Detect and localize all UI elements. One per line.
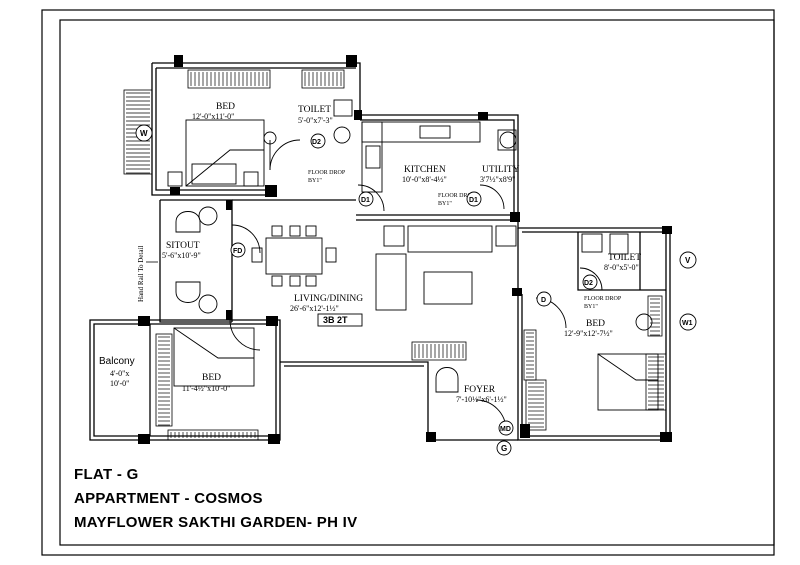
living-size: 26'-6"x12'-1½" [290,304,339,313]
floor-drop-kitchen-2: BY1" [438,201,452,207]
caption-flat: FLAT - G [74,466,139,483]
bed-top-size: 12'-0"x11'-0" [192,112,234,121]
foyer-size: 7'-10½"x6'-1½" [456,395,507,404]
circle-tags [135,124,697,456]
tag-w-left: W [140,129,148,138]
toilet-top-name: TOILET [298,105,331,115]
bed-left-size: 11'-4½"x10'-0" [182,384,230,393]
kitchen-size: 10'-0"x8'-4½" [402,175,447,184]
utility-size: 3'7½"x8'9" [480,175,515,184]
bed-top-name: BED [216,102,235,112]
tag-g: G [501,444,507,453]
floor-drop-right-1: FLOOR DROP [584,296,622,302]
utility-name: UTILITY [482,165,520,175]
window-hatching [126,72,664,438]
balcony-size-2: 10'-0" [110,379,129,388]
bed-right-size: 12'-9"x12'-7½" [564,329,613,338]
columns [138,55,672,444]
sitout-size: 5'-6"x10'-9" [162,251,201,260]
toilet-right-name: TOILET [608,253,641,263]
furniture [167,99,659,411]
door-tag-md: MD [500,426,511,433]
kitchen-name: KITCHEN [404,165,446,175]
tag-w1: W1 [682,320,693,327]
door-tag-fd: FD [233,248,242,255]
unit-type-box [317,313,363,327]
hand-rail-note: Hand Rail To Detail [137,246,145,302]
floor-drop-right-2: BY1" [584,304,598,310]
tag-v: V [685,256,691,265]
balcony-size-1: 4'-0"x [110,369,129,378]
bed-right-name: BED [586,319,605,329]
door-tag-d1-utility: D1 [469,197,478,204]
living-name: LIVING/DINING [294,294,363,304]
toilet-top-size: 5'-0"x7'-3" [298,116,333,125]
sitout-name: SITOUT [166,241,200,251]
caption-project: MAYFLOWER SAKTHI GARDEN- PH IV [74,514,358,531]
windows [123,69,667,441]
walls [89,62,671,441]
bed-left-name: BED [202,373,221,383]
foyer-name: FOYER [464,385,496,395]
floor-drop-top-1: FLOOR DROP [308,170,346,176]
unit-type: 3B 2T [323,315,348,325]
floor-drop-kitchen-1: FLOOR DROP [438,193,476,199]
door-tag-d2-right: D2 [584,280,593,287]
door-tags [230,133,598,436]
caption-apartment: APPARTMENT - COSMOS [74,490,263,507]
door-tag-d2-top: D2 [312,139,321,146]
door-tag-d1-kitchen: D1 [361,197,370,204]
floor-drop-top-2: BY1" [308,178,322,184]
door-tag-d-right: D [541,297,546,304]
balcony-name: Balcony [99,356,135,367]
inner-border [59,19,775,546]
toilet-right-size: 8'-0"x5'-0" [604,263,639,272]
